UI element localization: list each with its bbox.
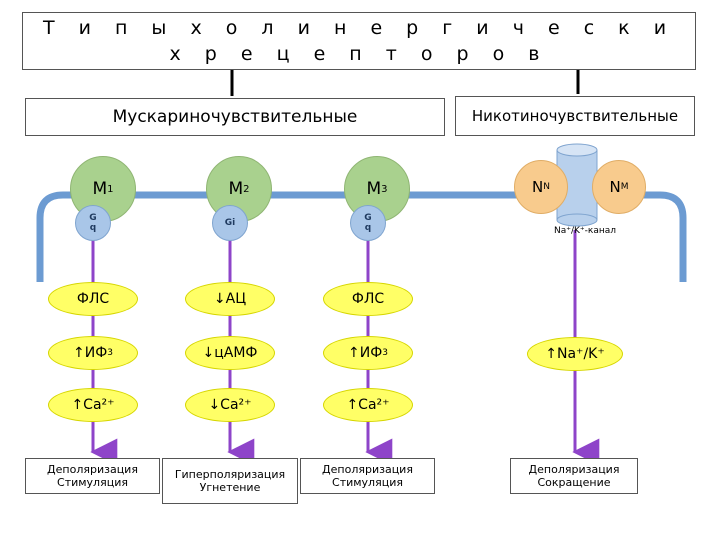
step1-m3: ФЛС [323,282,413,316]
g-protein-m2: Gi [212,205,248,241]
muscarinic-category: Мускариночувствительные [25,98,445,136]
result-m1: Деполяризация Стимуляция [25,458,160,494]
result-nicotinic: Деполяризация Сокращение [510,458,638,494]
step3-m1: ↑Ca²⁺ [48,388,138,422]
na-k-channel [556,143,598,227]
channel-label: Na⁺/K⁺-канал [553,226,617,236]
result-m2: Гиперполяризация Угнетение [162,458,298,504]
step3-m2: ↓Ca²⁺ [185,388,275,422]
step2-m2: ↓цАМФ [185,336,275,370]
diagram-title: Т и п ы х о л и н е р г и ч е с к и х р … [22,12,696,70]
nicotinic-category: Никотиночувствительные [455,96,695,136]
step1-m2: ↓АЦ [185,282,275,316]
result-m3: Деполяризация Стимуляция [300,458,435,494]
step3-m3: ↑Ca²⁺ [323,388,413,422]
step-nicotinic: ↑Na⁺/K⁺ [527,337,623,371]
step1-m1: ФЛС [48,282,138,316]
